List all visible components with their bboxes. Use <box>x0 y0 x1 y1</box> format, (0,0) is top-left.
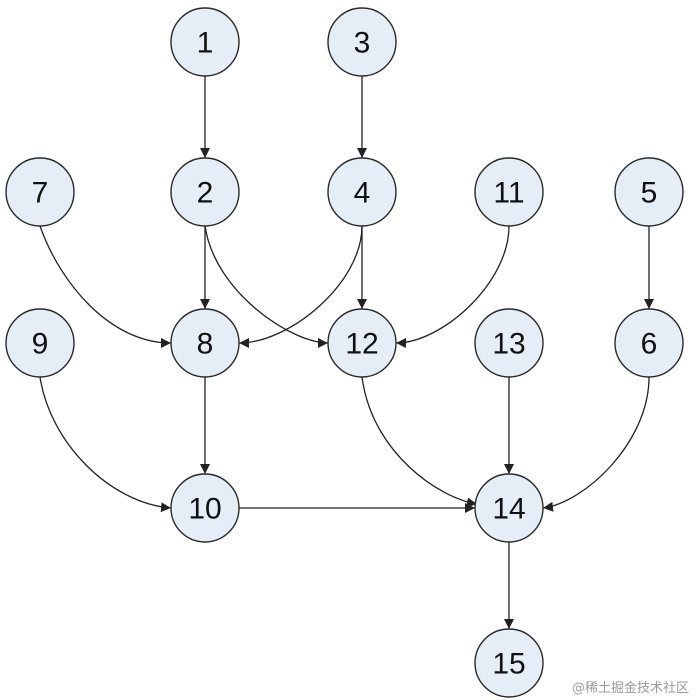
node-4: 4 <box>327 157 397 227</box>
node-label: 12 <box>345 328 378 361</box>
node-15: 15 <box>474 628 544 698</box>
node-12: 12 <box>327 308 397 378</box>
node-5: 5 <box>614 157 684 227</box>
node-label: 10 <box>188 493 221 526</box>
node-3: 3 <box>327 7 397 77</box>
node-label: 4 <box>354 177 371 210</box>
edge-9-to-10 <box>39 376 172 513</box>
node-label: 11 <box>493 177 524 210</box>
watermark: @稀土掘金技术社区 <box>571 681 689 696</box>
node-1: 1 <box>170 7 240 77</box>
node-label: 3 <box>354 27 371 60</box>
node-circle <box>614 157 684 227</box>
edges-layer <box>39 76 654 629</box>
edge-2-to-12 <box>204 225 329 348</box>
node-circle <box>327 308 397 378</box>
node-circle <box>170 473 240 543</box>
node-label: 13 <box>492 328 525 361</box>
edge-6-to-14 <box>542 376 650 512</box>
edge-11-to-12 <box>395 225 510 348</box>
node-10: 10 <box>170 473 240 543</box>
node-label: 6 <box>641 328 658 361</box>
node-circle <box>474 308 544 378</box>
node-label: 9 <box>32 328 49 361</box>
node-label: 2 <box>197 177 214 210</box>
node-circle <box>5 157 75 227</box>
node-14: 14 <box>474 473 544 543</box>
node-label: 15 <box>492 648 525 681</box>
node-13: 13 <box>474 308 544 378</box>
node-label: 14 <box>492 493 525 526</box>
node-11: 11 <box>474 157 544 227</box>
node-circle <box>170 308 240 378</box>
node-circle <box>170 7 240 77</box>
node-circle <box>5 308 75 378</box>
node-circle <box>474 628 544 698</box>
node-9: 9 <box>5 308 75 378</box>
node-label: 8 <box>197 328 214 361</box>
node-label: 7 <box>32 177 49 210</box>
node-7: 7 <box>5 157 75 227</box>
edge-7-to-8 <box>39 225 172 348</box>
node-6: 6 <box>614 308 684 378</box>
edge-4-to-8 <box>238 225 363 348</box>
node-circle <box>170 157 240 227</box>
node-label: 5 <box>641 177 658 210</box>
node-circle <box>614 308 684 378</box>
edge-12-to-14 <box>361 376 478 508</box>
node-8: 8 <box>170 308 240 378</box>
node-circle <box>327 157 397 227</box>
node-circle <box>327 7 397 77</box>
node-circle <box>474 473 544 543</box>
node-circle <box>474 157 544 227</box>
node-2: 2 <box>170 157 240 227</box>
node-label: 1 <box>197 27 214 60</box>
